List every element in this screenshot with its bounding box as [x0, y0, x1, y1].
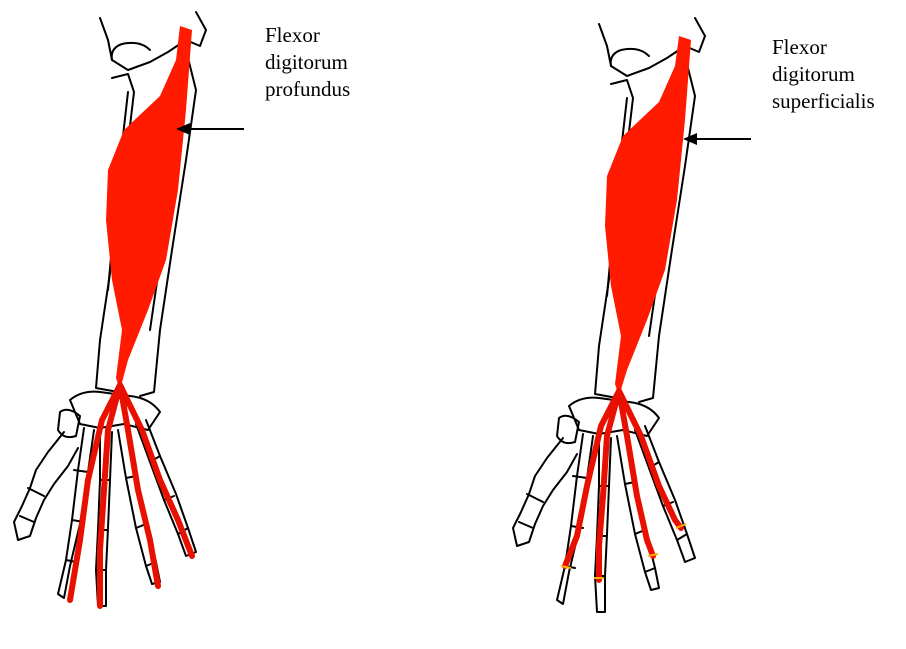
label-superficialis: Flexor digitorum superficialis	[772, 34, 875, 115]
label-line: digitorum	[265, 49, 350, 76]
label-line: superficialis	[772, 88, 875, 115]
arrow-profundus	[176, 123, 244, 135]
label-line: Flexor	[265, 22, 350, 49]
label-line: digitorum	[772, 61, 875, 88]
figure-profundus: Flexor digitorum profundus	[0, 0, 453, 649]
muscle-superficialis	[561, 36, 691, 580]
label-line: Flexor	[772, 34, 875, 61]
label-line: profundus	[265, 76, 350, 103]
label-profundus: Flexor digitorum profundus	[265, 22, 350, 103]
arrow-superficialis	[683, 133, 751, 145]
figure-superficialis: Flexor digitorum superficialis	[453, 0, 906, 649]
forearm-illustration-profundus	[0, 0, 453, 649]
